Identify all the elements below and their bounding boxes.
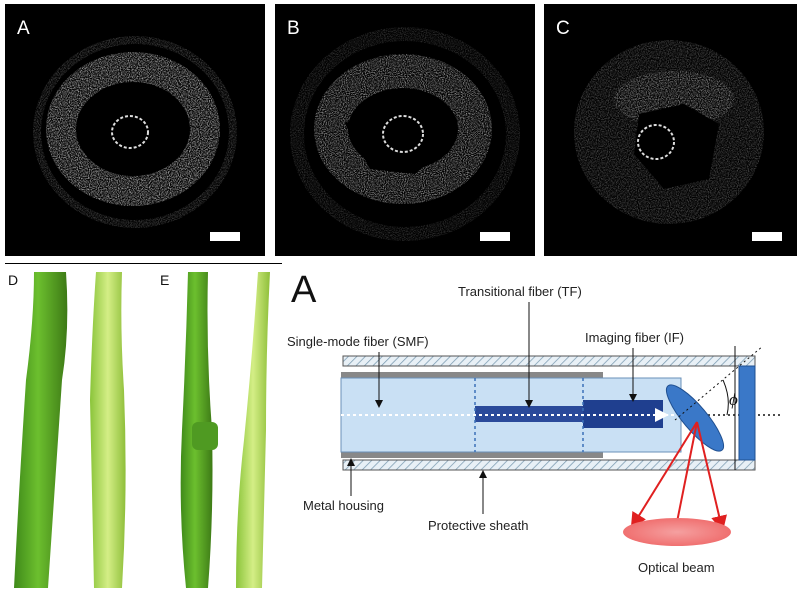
metal-housing-top bbox=[341, 372, 603, 378]
oct-image-b-graphic bbox=[275, 4, 535, 256]
catheter-schematic: A ϕ Transitional fiber (TF) Single-mode … bbox=[283, 260, 800, 590]
oct-image-b: B bbox=[275, 4, 535, 256]
vessel-e-lesion bbox=[192, 422, 218, 450]
angle-arc bbox=[723, 380, 728, 415]
vessel-d-left bbox=[14, 272, 67, 588]
metal-housing-bottom bbox=[341, 452, 603, 458]
panel-letter-c: C bbox=[556, 18, 570, 40]
scale-bar bbox=[210, 232, 240, 241]
vessel-e-right bbox=[236, 272, 270, 588]
beam-spot bbox=[623, 518, 731, 546]
scale-bar bbox=[752, 232, 782, 241]
label-imaging-fiber: Imaging fiber (IF) bbox=[585, 330, 684, 345]
panel-letter-a: A bbox=[17, 18, 30, 40]
protective-sheath-top bbox=[343, 356, 755, 366]
protective-sheath-bottom bbox=[343, 460, 755, 470]
end-cap bbox=[739, 366, 755, 460]
oct-image-c: C bbox=[544, 4, 797, 256]
panel-letter-b: B bbox=[287, 18, 300, 40]
vessel-d-right bbox=[90, 272, 126, 588]
angle-symbol: ϕ bbox=[729, 390, 738, 409]
label-optical-beam: Optical beam bbox=[638, 560, 715, 575]
oct-image-a: A bbox=[5, 4, 265, 256]
oct-image-a-graphic bbox=[5, 4, 265, 256]
scale-bar bbox=[480, 232, 510, 241]
label-single-mode-fiber: Single-mode fiber (SMF) bbox=[287, 334, 429, 349]
section-divider bbox=[5, 263, 282, 264]
label-metal-housing: Metal housing bbox=[303, 498, 384, 513]
oct-image-c-graphic bbox=[544, 4, 797, 256]
vessel-renders bbox=[0, 270, 285, 590]
diagram-panel-letter: A bbox=[291, 269, 317, 311]
label-protective-sheath: Protective sheath bbox=[428, 518, 528, 533]
label-transitional-fiber: Transitional fiber (TF) bbox=[458, 284, 582, 299]
